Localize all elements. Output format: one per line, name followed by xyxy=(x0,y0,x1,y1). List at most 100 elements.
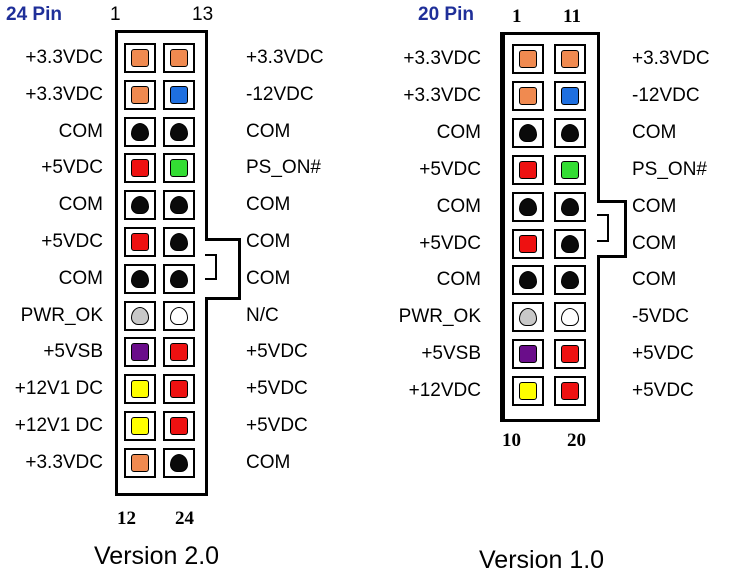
pin-cell-left-pin-yellow xyxy=(131,380,149,398)
pin-label-right: PS_ON# xyxy=(246,157,321,178)
pin-cell-left-pin-black xyxy=(131,123,149,141)
pin-label-left: +5VDC xyxy=(419,159,481,180)
pin-cell-right xyxy=(163,374,195,404)
pin-cell-right-pin-black xyxy=(170,233,188,251)
pin-label-right: COM xyxy=(632,269,677,290)
pin-cell-right-pin-black xyxy=(170,454,188,472)
pin-label-right: +5VDC xyxy=(246,378,308,399)
title-20-pin: 20 Pin xyxy=(418,4,474,25)
pin-label-right: COM xyxy=(246,268,291,289)
pin-label-right: +5VDC xyxy=(246,415,308,436)
pin-cell-left xyxy=(124,448,156,478)
pin-label-left: +12V1 DC xyxy=(14,415,103,436)
pin-cell-left-pin-red xyxy=(519,235,537,253)
pin-label-11-v1: 11 xyxy=(563,6,581,27)
pin-label-13: 13 xyxy=(192,4,214,25)
pin-cell-right xyxy=(554,376,586,406)
pin-label-left: +3.3VDC xyxy=(403,85,481,106)
pin-cell-left-pin-red xyxy=(519,161,537,179)
pin-label-right: COM xyxy=(632,233,677,254)
pin-label-right: COM xyxy=(632,196,677,217)
pin-cell-right-pin-blue xyxy=(170,86,188,104)
pin-cell-right xyxy=(163,153,195,183)
pin-cell-left xyxy=(512,229,544,259)
pin-cell-right xyxy=(163,411,195,441)
pin-cell-left-pin-black xyxy=(131,196,149,214)
pin-label-right: -5VDC xyxy=(632,306,690,327)
pin-cell-right xyxy=(163,190,195,220)
version-1-label: Version 1.0 xyxy=(479,546,605,574)
pin-cell-right-pin-white xyxy=(561,308,579,326)
pin-cell-left xyxy=(124,337,156,367)
pin-cell-left xyxy=(512,302,544,332)
pin-cell-left xyxy=(512,192,544,222)
pin-label-left: PWR_OK xyxy=(398,306,481,327)
pin-label-left: +5VDC xyxy=(41,157,103,178)
pin-cell-right-pin-black xyxy=(561,124,579,142)
pin-cell-left-pin-red xyxy=(131,233,149,251)
pin-cell-right-pin-black xyxy=(561,235,579,253)
pin-cell-left xyxy=(124,43,156,73)
pin-label-left: +5VSB xyxy=(43,341,103,362)
pin-cell-right-pin-red xyxy=(561,382,579,400)
pin-cell-left-pin-orange xyxy=(519,87,537,105)
pin-cell-left-pin-red xyxy=(131,159,149,177)
pin-label-right: COM xyxy=(246,231,291,252)
pin-label-right: -12VDC xyxy=(632,85,700,106)
pin-label-left: COM xyxy=(58,268,103,289)
pin-cell-left-pin-gray xyxy=(519,308,537,326)
pin-cell-right-pin-orange xyxy=(561,50,579,68)
pin-cell-right xyxy=(554,339,586,369)
pin-cell-right xyxy=(554,155,586,185)
pin-cell-right xyxy=(554,44,586,74)
pin-cell-left-pin-orange xyxy=(519,50,537,68)
pin-cell-right xyxy=(163,301,195,331)
pin-cell-right-pin-green xyxy=(561,161,579,179)
pin-cell-right xyxy=(163,337,195,367)
pin-cell-left-pin-black xyxy=(519,271,537,289)
pin-label-right: +3.3VDC xyxy=(246,47,324,68)
pin-cell-left-pin-black xyxy=(519,198,537,216)
pin-label-10-v1: 10 xyxy=(502,430,521,451)
pin-cell-left xyxy=(512,155,544,185)
pin-cell-right-pin-red xyxy=(170,417,188,435)
pin-cell-left xyxy=(512,339,544,369)
pin-label-left: +3.3VDC xyxy=(25,47,103,68)
pin-label-right: +5VDC xyxy=(632,343,694,364)
pin-label-20-v1: 20 xyxy=(567,430,586,451)
version-2-label: Version 2.0 xyxy=(94,542,220,570)
pin-label-left: +3.3VDC xyxy=(25,84,103,105)
pin-label-right: N/C xyxy=(246,305,279,326)
pin-cell-right xyxy=(554,192,586,222)
pin-cell-left-pin-orange xyxy=(131,49,149,67)
pin-label-left: COM xyxy=(436,122,481,143)
pin-cell-right-pin-orange xyxy=(170,49,188,67)
connector-latch-inner-24 xyxy=(205,254,217,280)
pin-label-left: PWR_OK xyxy=(20,305,103,326)
pin-cell-right-pin-black xyxy=(170,270,188,288)
pin-label-left: COM xyxy=(436,269,481,290)
pin-label-left: +5VDC xyxy=(41,231,103,252)
pin-cell-right xyxy=(163,80,195,110)
pin-cell-right xyxy=(554,229,586,259)
pin-cell-left-pin-purple xyxy=(131,343,149,361)
pin-cell-right xyxy=(554,118,586,148)
pin-cell-left xyxy=(512,44,544,74)
pin-label-1-v1: 1 xyxy=(512,6,522,27)
pin-cell-right-pin-red xyxy=(170,343,188,361)
pin-cell-right-pin-black xyxy=(170,196,188,214)
pin-cell-right-pin-green xyxy=(170,159,188,177)
pin-label-right: COM xyxy=(246,194,291,215)
pin-cell-left xyxy=(124,117,156,147)
pin-cell-right-pin-blue xyxy=(561,87,579,105)
pin-cell-left xyxy=(124,190,156,220)
pin-cell-left xyxy=(512,265,544,295)
pin-cell-left-pin-purple xyxy=(519,345,537,363)
pin-label-right: COM xyxy=(632,122,677,143)
pin-cell-left-pin-orange xyxy=(131,86,149,104)
pin-cell-left xyxy=(124,153,156,183)
pin-label-right: COM xyxy=(246,121,291,142)
pin-cell-left xyxy=(124,411,156,441)
pin-label-left: +5VDC xyxy=(419,233,481,254)
pin-cell-right xyxy=(554,265,586,295)
